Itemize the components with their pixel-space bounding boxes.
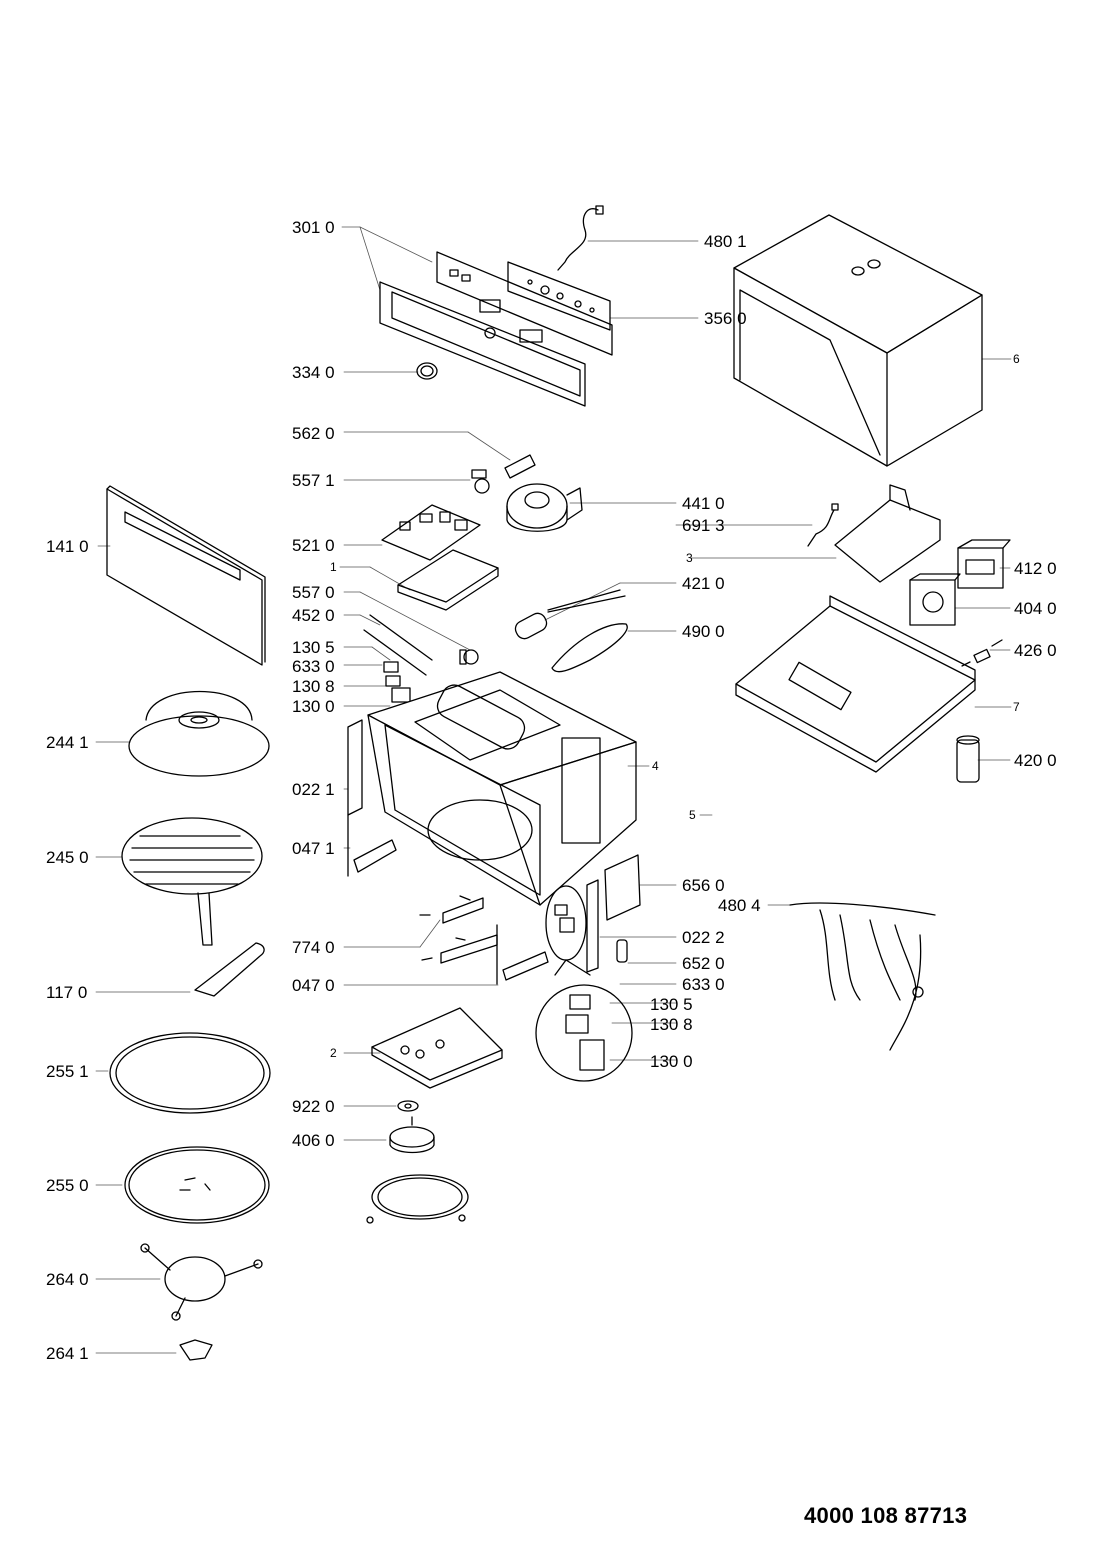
door-switches-upper [383, 661, 411, 703]
cable-480-1 [557, 205, 604, 271]
lamp-652-0 [616, 939, 628, 963]
part-label: 922 0 [292, 1097, 335, 1116]
control-panel-facias [379, 251, 613, 407]
part-label: 245 0 [46, 848, 89, 867]
hinge-047-1 [347, 814, 397, 877]
brackets-774-0 [419, 895, 498, 964]
part-label: 264 1 [46, 1344, 89, 1363]
part-label: 480 1 [704, 232, 747, 251]
part-label: 426 0 [1014, 641, 1057, 660]
part-label: 652 0 [682, 954, 725, 973]
bottom-ring [366, 1174, 469, 1224]
part-label: 6 [1013, 352, 1020, 366]
part-label: 633 0 [292, 657, 335, 676]
part-label: 7 [1013, 700, 1020, 714]
handle-117-0 [194, 942, 265, 997]
grill-rack [121, 817, 263, 946]
part-label: 334 0 [292, 363, 335, 382]
wire-691-3 [807, 503, 839, 547]
part-label: 562 0 [292, 424, 335, 443]
part-label: 420 0 [1014, 751, 1057, 770]
part-label: 130 0 [292, 697, 335, 716]
part-label: 130 8 [292, 677, 335, 696]
part-label: 301 0 [292, 218, 335, 237]
part-label: 633 0 [682, 975, 725, 994]
base-bracket-2 [371, 1007, 503, 1089]
part-label: 480 4 [718, 896, 761, 915]
part-label: 255 0 [46, 1176, 89, 1195]
control-board [507, 261, 611, 331]
knob [416, 362, 438, 380]
part-label: 557 1 [292, 471, 335, 490]
door-141-0 [106, 485, 266, 666]
part-label: 130 5 [292, 638, 335, 657]
part-label: 117 0 [46, 983, 88, 1002]
part-label: 130 0 [650, 1052, 693, 1071]
part-label: 356 0 [704, 309, 747, 328]
leader-lines [95, 226, 1012, 1354]
roller-ring-264-0 [140, 1243, 263, 1321]
part-label: 255 1 [46, 1062, 89, 1081]
heater-452-0 [363, 614, 433, 676]
part-label: 130 5 [650, 995, 693, 1014]
part-label: 557 0 [292, 583, 335, 602]
board-bracket [397, 549, 499, 611]
part-label: 022 1 [292, 780, 335, 799]
oven-cavity [367, 671, 637, 906]
coupler-264-1 [179, 1339, 213, 1361]
base-plate [735, 595, 976, 773]
motor-406-0 [389, 1116, 435, 1154]
part-label: 047 1 [292, 839, 335, 858]
wiring-harness [789, 902, 936, 1051]
transformer-412-0 [957, 539, 1011, 589]
part-label: 244 1 [46, 733, 89, 752]
air-guide [834, 484, 941, 583]
filter-420-0 [956, 735, 980, 783]
magnetron-404-0 [909, 573, 961, 626]
hinge-047-0 [496, 924, 549, 985]
fuse-562-0 [504, 454, 536, 479]
part-label: 452 0 [292, 606, 335, 625]
part-label: 5 [689, 808, 696, 822]
part-label: 022 2 [682, 928, 725, 947]
part-label: 404 0 [1014, 599, 1057, 618]
thermostat-557-0 [459, 649, 479, 665]
part-label: 441 0 [682, 494, 725, 513]
diode-426-0 [961, 639, 1003, 667]
part-label: 521 0 [292, 536, 335, 555]
outer-casing [733, 214, 983, 467]
fan-motor [506, 483, 583, 532]
part-label: 421 0 [682, 574, 725, 593]
part-label: 774 0 [292, 938, 335, 957]
part-label: 130 8 [650, 1015, 693, 1034]
document-number: 4000 108 87713 [804, 1503, 968, 1528]
part-label: 1 [330, 560, 337, 574]
thermostat-557-1 [471, 469, 490, 494]
part-label: 490 0 [682, 622, 725, 641]
support-ring-255-1 [109, 1032, 271, 1114]
part-label: 264 0 [46, 1270, 89, 1289]
part-label: 141 0 [46, 537, 89, 556]
part-label: 691 3 [682, 516, 725, 535]
part-label: 4 [652, 759, 659, 773]
part-label: 406 0 [292, 1131, 335, 1150]
part-label: 3 [686, 551, 693, 565]
part-label: 656 0 [682, 876, 725, 895]
side-panel-022-1 [347, 719, 363, 816]
gasket-490-0 [551, 623, 628, 673]
capacitor-421-0 [514, 589, 626, 640]
door-switch-group [545, 885, 591, 976]
cover-244-1 [128, 690, 270, 777]
part-label: 412 0 [1014, 559, 1057, 578]
power-board [381, 504, 481, 561]
side-panel-022-2 [586, 879, 599, 973]
part-label: 047 0 [292, 976, 335, 995]
part-label: 2 [330, 1046, 337, 1060]
door-switch-detail [535, 984, 633, 1082]
cover-656-0 [604, 854, 641, 921]
washer-922-0 [397, 1100, 419, 1112]
turntable-plate-255-0 [124, 1146, 270, 1224]
